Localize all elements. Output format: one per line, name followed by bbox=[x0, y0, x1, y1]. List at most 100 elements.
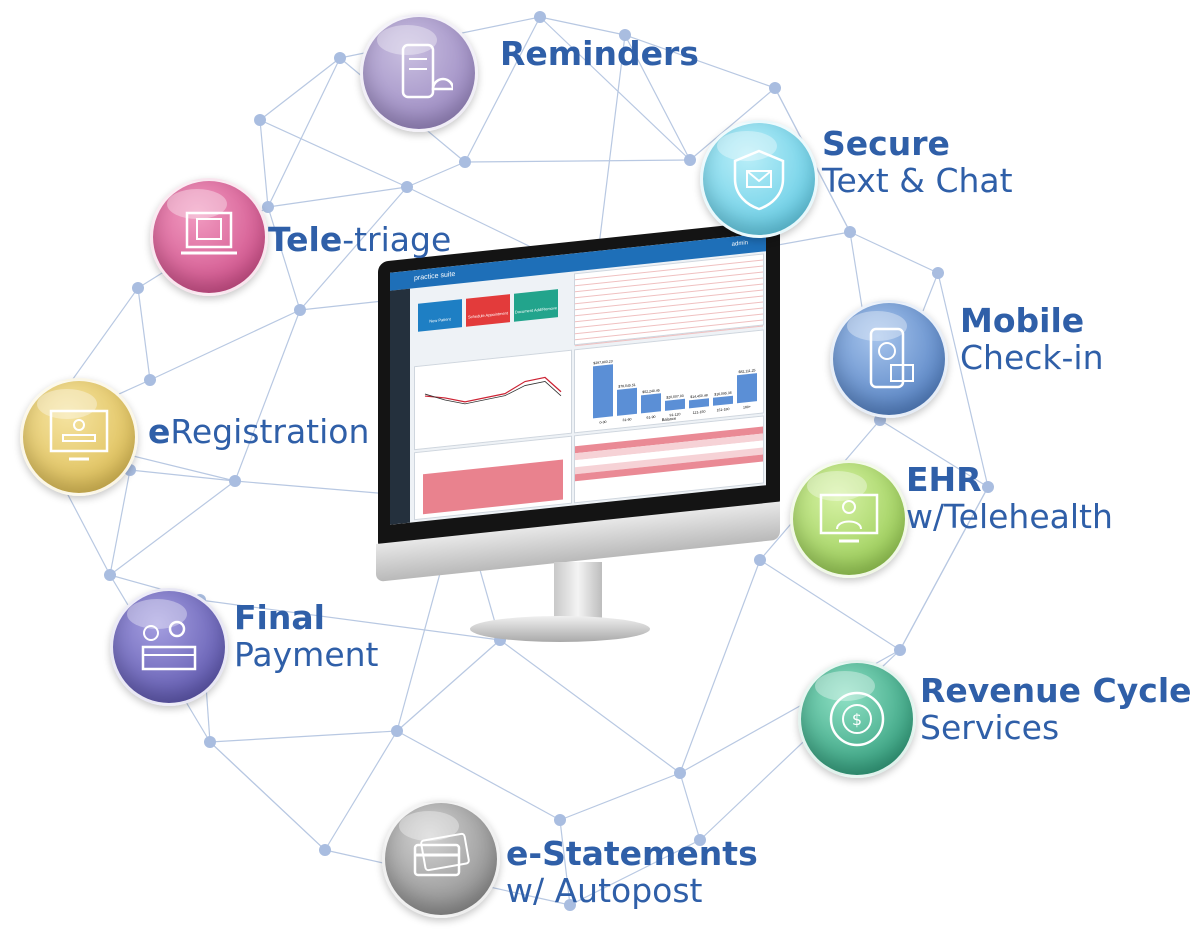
balance-category: 121-150 bbox=[693, 410, 706, 415]
mesh-line bbox=[849, 231, 939, 274]
mobile-title: Mobile bbox=[960, 301, 1085, 340]
tile-schedule[interactable]: Schedule Appointment bbox=[466, 294, 510, 327]
bar-chart-svg: $297,803.230-30$78,545.5131-60$52,240.45… bbox=[593, 359, 757, 425]
user-label[interactable]: admin bbox=[731, 240, 748, 248]
balance-bar bbox=[713, 395, 733, 406]
credit-card-icon bbox=[413, 832, 470, 877]
reminders-title: Reminders bbox=[500, 34, 699, 73]
mesh-line bbox=[937, 272, 989, 488]
mesh-dot bbox=[401, 181, 413, 193]
teletriage-title: Tele bbox=[268, 220, 343, 259]
balance-bar-label: $297,803.23 bbox=[593, 359, 612, 365]
revenue-title: Revenue Cycle bbox=[920, 671, 1192, 710]
mesh-dot bbox=[534, 11, 546, 23]
balance-bar bbox=[641, 393, 661, 414]
dashboard-monitor: practice suite admin New Patient Schedul… bbox=[376, 219, 780, 642]
balance-bar-label: $14,450.48 bbox=[690, 393, 708, 399]
reminders-label: Reminders bbox=[500, 34, 699, 73]
estatements-subtitle: w/ Autopost bbox=[506, 870, 703, 910]
mesh-line bbox=[137, 287, 151, 381]
mesh-dot bbox=[334, 52, 346, 64]
svg-text:$: $ bbox=[852, 710, 862, 729]
mesh-line bbox=[209, 730, 398, 743]
mesh-line bbox=[267, 57, 341, 208]
mesh-line bbox=[396, 639, 501, 732]
balance-bar-label: $82,111.25 bbox=[739, 368, 756, 374]
balance-bar bbox=[665, 398, 685, 411]
brand-label: practice suite bbox=[414, 270, 456, 283]
estatements-bubble bbox=[382, 800, 500, 918]
mesh-line bbox=[129, 469, 236, 482]
mesh-line bbox=[679, 772, 701, 841]
mesh-dot bbox=[229, 475, 241, 487]
balance-category: 31-60 bbox=[623, 417, 632, 422]
eregistration-bubble bbox=[20, 378, 138, 496]
mesh-line bbox=[234, 309, 301, 482]
estatements-title: e-Statements bbox=[506, 834, 758, 873]
mesh-line bbox=[689, 87, 776, 161]
mesh-dot bbox=[554, 814, 566, 826]
mobile-subtitle: Check-in bbox=[960, 337, 1104, 377]
payments-histogram bbox=[414, 435, 572, 521]
dashboard-sidebar[interactable] bbox=[390, 288, 410, 525]
balance-bar bbox=[593, 364, 613, 419]
mesh-line bbox=[539, 16, 626, 36]
mesh-dot bbox=[564, 899, 576, 911]
line-chart-svg bbox=[424, 376, 562, 405]
balance-axis-label: Balance bbox=[662, 416, 677, 423]
mesh-dot bbox=[144, 374, 156, 386]
mesh-line bbox=[406, 161, 466, 188]
teletriage-title-rest: -triage bbox=[342, 220, 452, 259]
mesh-dot bbox=[319, 844, 331, 856]
phone-id-icon bbox=[869, 327, 914, 389]
dashboard-screen: practice suite admin New Patient Schedul… bbox=[390, 233, 766, 525]
mesh-line bbox=[109, 469, 131, 576]
balance-category: 151-180 bbox=[717, 407, 730, 412]
mesh-dot bbox=[894, 644, 906, 656]
balance-bar-label: $52,240.45 bbox=[642, 388, 660, 394]
mesh-dot bbox=[294, 304, 306, 316]
mesh-dot bbox=[754, 554, 766, 566]
tile-document[interactable]: Document Add/Remove bbox=[514, 289, 558, 322]
monitor-base bbox=[470, 616, 650, 642]
laptop-calendar-icon bbox=[181, 211, 237, 255]
tile-new-patient[interactable]: New Patient bbox=[418, 299, 462, 332]
reminders-bubble bbox=[360, 14, 478, 132]
mesh-line bbox=[259, 119, 408, 188]
mesh-line bbox=[499, 639, 681, 774]
final-subtitle: Payment bbox=[234, 634, 379, 674]
mesh-dot bbox=[254, 114, 266, 126]
mesh-dot bbox=[694, 834, 706, 846]
teletriage-label: Tele-triage bbox=[268, 220, 452, 259]
final-title: Final bbox=[234, 598, 325, 637]
revenue-subtitle: Services bbox=[920, 707, 1060, 747]
mesh-dot bbox=[982, 481, 994, 493]
mesh-line bbox=[879, 419, 989, 488]
eregistration-title: e bbox=[148, 412, 171, 451]
balance-bar bbox=[617, 387, 637, 416]
appointments-line-chart bbox=[414, 349, 572, 451]
mesh-dot bbox=[132, 282, 144, 294]
balance-category: 61-90 bbox=[647, 415, 656, 420]
mesh-line bbox=[464, 159, 691, 163]
cashier-desk-icon bbox=[141, 620, 197, 671]
mesh-line bbox=[624, 34, 776, 89]
balance-bar-label: $16,595.35 bbox=[714, 391, 732, 397]
mesh-line bbox=[594, 34, 626, 279]
balance-bar bbox=[737, 373, 757, 404]
mesh-dot bbox=[674, 767, 686, 779]
final-bubble bbox=[110, 588, 228, 706]
mesh-line bbox=[396, 730, 561, 821]
mesh-line bbox=[324, 730, 398, 851]
ehr-subtitle: w/Telehealth bbox=[906, 496, 1113, 536]
mesh-line bbox=[199, 599, 501, 641]
monitor-bezel: practice suite admin New Patient Schedul… bbox=[378, 219, 780, 552]
phone-bell-icon bbox=[401, 43, 453, 99]
mesh-dot bbox=[459, 156, 471, 168]
